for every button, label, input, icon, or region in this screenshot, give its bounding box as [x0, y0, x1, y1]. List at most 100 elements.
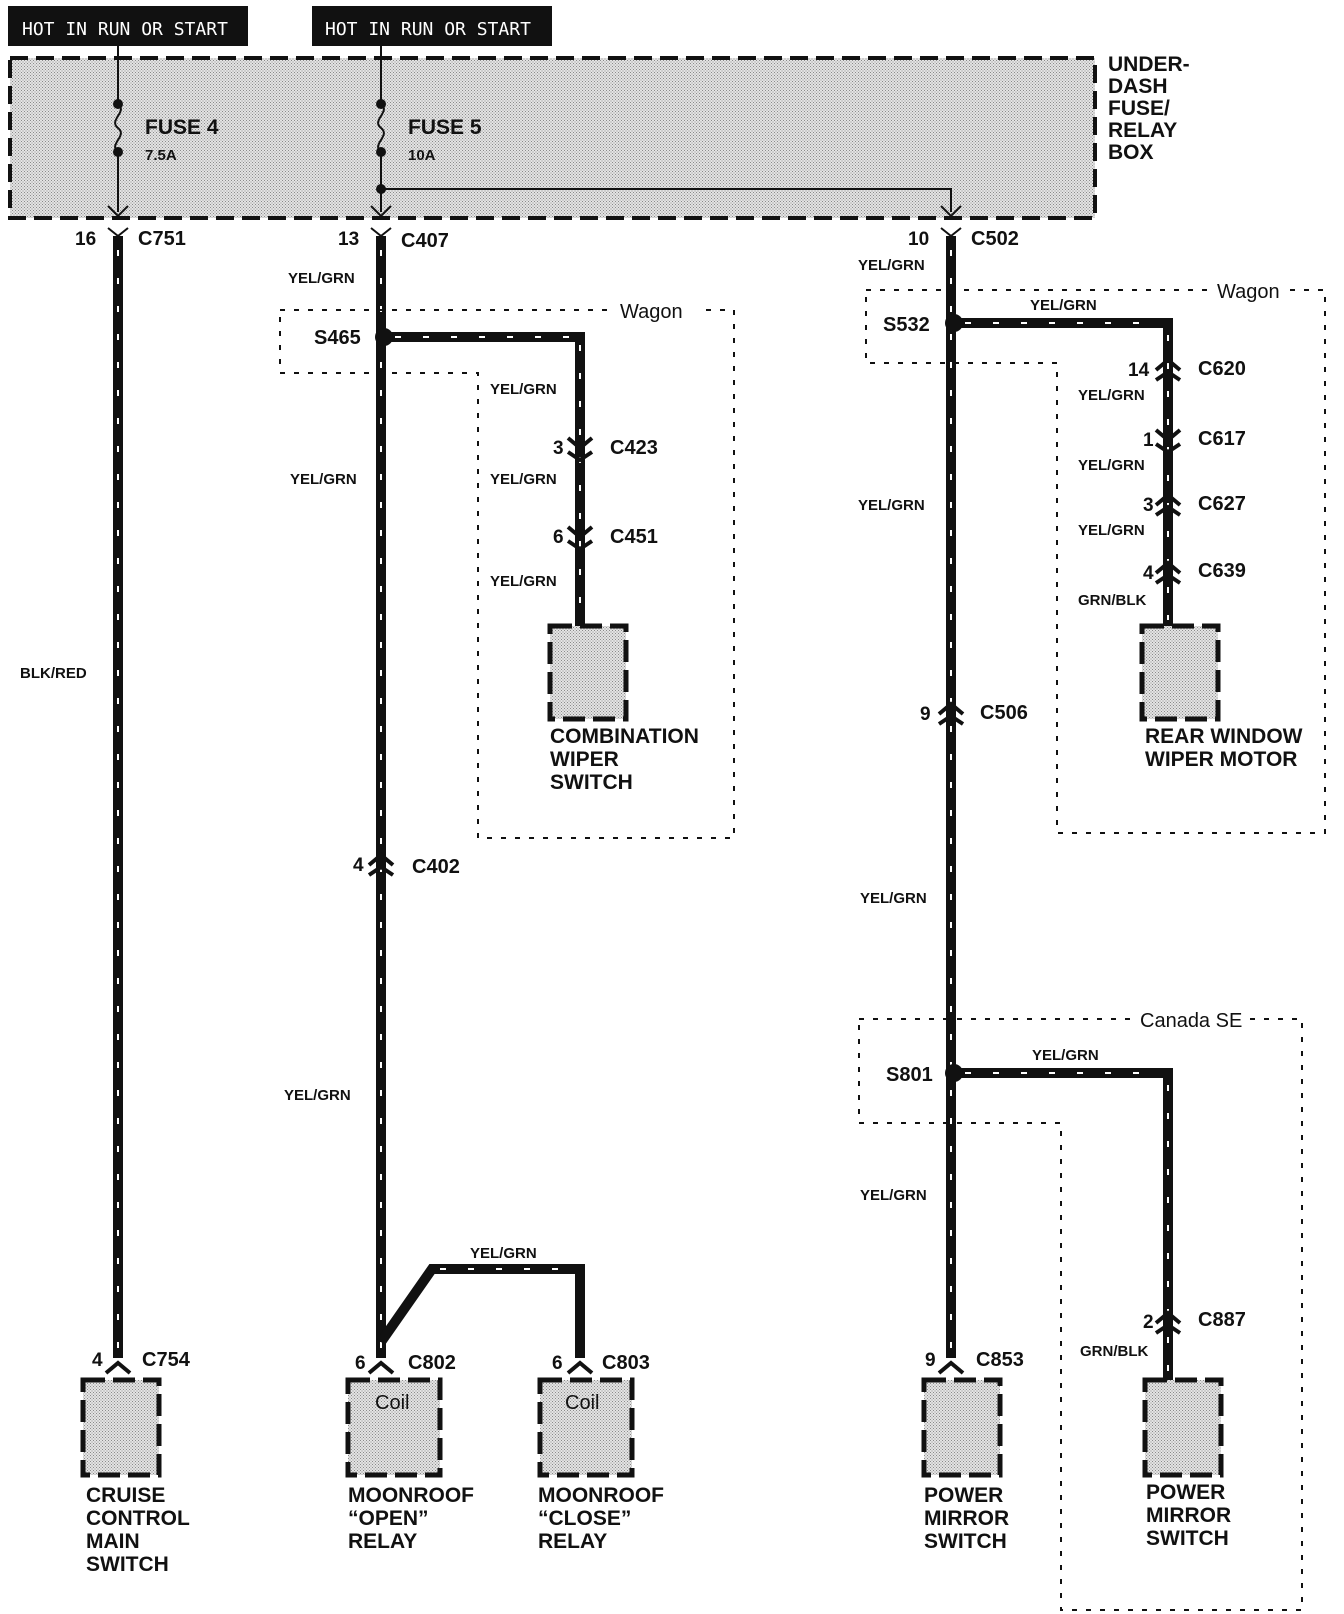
svg-text:3: 3	[1143, 495, 1154, 516]
svg-text:MAIN: MAIN	[86, 1530, 140, 1553]
fuse-4: FUSE 4 7.5A	[113, 46, 219, 212]
svg-text:UNDER-: UNDER-	[1108, 53, 1190, 76]
moonroof-close-relay: Coil MOONROOF “CLOSE” RELAY	[537, 1377, 664, 1553]
connector-c620: 14 C620	[1128, 357, 1246, 382]
power-header-left: HOT IN RUN OR START	[8, 6, 248, 46]
wire-yel-grn-rear-wiper: YEL/GRN YEL/GRN YEL/GRN YEL/GRN GRN/BLK	[955, 297, 1173, 626]
svg-text:FUSE/: FUSE/	[1108, 97, 1170, 120]
splice-s465: S465	[314, 327, 393, 349]
connector-c617: 1 C617	[1143, 428, 1246, 455]
svg-text:14: 14	[1128, 360, 1150, 381]
svg-text:Wagon: Wagon	[1217, 281, 1280, 303]
svg-text:DASH: DASH	[1108, 75, 1168, 98]
svg-text:4: 4	[92, 1350, 103, 1371]
svg-text:MIRROR: MIRROR	[1146, 1504, 1231, 1527]
svg-text:S801: S801	[886, 1064, 933, 1086]
connector-c887: 2 C887	[1143, 1309, 1246, 1335]
svg-text:YEL/GRN: YEL/GRN	[1078, 522, 1145, 539]
svg-text:YEL/GRN: YEL/GRN	[860, 1187, 927, 1204]
svg-text:C751: C751	[138, 228, 186, 250]
wire-yel-grn-mirror: YEL/GRN GRN/BLK	[955, 1047, 1173, 1380]
option-box-wagon-right: Wagon	[865, 281, 1326, 834]
svg-text:C803: C803	[602, 1352, 650, 1374]
svg-text:WIPER: WIPER	[550, 748, 619, 771]
svg-text:YEL/GRN: YEL/GRN	[858, 497, 925, 514]
svg-text:C617: C617	[1198, 428, 1246, 450]
svg-text:CONTROL: CONTROL	[86, 1507, 190, 1530]
svg-text:SWITCH: SWITCH	[86, 1553, 169, 1576]
svg-text:6: 6	[553, 527, 564, 548]
connector-c402: 4 C402	[353, 852, 460, 878]
svg-text:SWITCH: SWITCH	[924, 1530, 1007, 1553]
svg-text:Wagon: Wagon	[620, 301, 683, 323]
svg-text:S532: S532	[883, 314, 930, 336]
splice-s532: S532	[883, 314, 963, 336]
svg-text:9: 9	[925, 1350, 936, 1371]
svg-text:“OPEN”: “OPEN”	[348, 1507, 429, 1530]
option-box-wagon-left: Wagon	[279, 301, 735, 839]
svg-text:YEL/GRN: YEL/GRN	[860, 890, 927, 907]
wire-yel-grn-combo: YEL/GRN YEL/GRN YEL/GRN	[385, 332, 585, 626]
svg-text:6: 6	[552, 1353, 563, 1374]
svg-text:1: 1	[1143, 430, 1154, 451]
svg-text:YEL/GRN: YEL/GRN	[1030, 297, 1097, 314]
svg-text:YEL/GRN: YEL/GRN	[858, 257, 925, 274]
svg-text:S465: S465	[314, 327, 361, 349]
svg-text:YEL/GRN: YEL/GRN	[490, 381, 557, 398]
svg-text:HOT IN RUN OR START: HOT IN RUN OR START	[22, 19, 228, 40]
power-header-right: HOT IN RUN OR START	[312, 6, 552, 46]
svg-text:GRN/BLK: GRN/BLK	[1080, 1343, 1148, 1360]
wire-yel-grn-right: YEL/GRN YEL/GRN YEL/GRN YEL/GRN	[858, 236, 956, 1358]
svg-text:YEL/GRN: YEL/GRN	[490, 573, 557, 590]
svg-text:YEL/GRN: YEL/GRN	[290, 471, 357, 488]
svg-text:C502: C502	[971, 228, 1019, 250]
svg-text:YEL/GRN: YEL/GRN	[284, 1087, 351, 1104]
svg-text:C451: C451	[610, 526, 658, 548]
svg-text:BOX: BOX	[1108, 141, 1154, 164]
svg-text:C887: C887	[1198, 1309, 1246, 1331]
svg-text:16: 16	[75, 229, 96, 250]
connector-c802: 6 C802	[355, 1352, 456, 1375]
svg-text:C620: C620	[1198, 358, 1246, 380]
fuse-5: FUSE 5 10A	[376, 46, 952, 212]
svg-text:YEL/GRN: YEL/GRN	[470, 1245, 537, 1262]
svg-text:3: 3	[553, 438, 564, 459]
option-box-canada: Canada SE	[858, 1010, 1303, 1611]
svg-text:YEL/GRN: YEL/GRN	[288, 270, 355, 287]
svg-text:“CLOSE”: “CLOSE”	[538, 1507, 631, 1530]
svg-text:13: 13	[338, 229, 359, 250]
connector-c754: 4 C754	[92, 1349, 191, 1375]
wire-yel-grn-close-relay: YEL/GRN	[376, 1245, 585, 1358]
svg-text:MOONROOF: MOONROOF	[538, 1484, 664, 1507]
svg-text:POWER: POWER	[924, 1484, 1003, 1507]
svg-text:Canada SE: Canada SE	[1140, 1010, 1242, 1032]
connector-c423: 3 C423	[553, 436, 658, 463]
svg-text:4: 4	[353, 855, 364, 876]
connector-c853: 9 C853	[925, 1349, 1024, 1375]
connector-c407: 13 C407	[338, 205, 449, 252]
svg-text:YEL/GRN: YEL/GRN	[1032, 1047, 1099, 1064]
svg-text:POWER: POWER	[1146, 1481, 1225, 1504]
power-mirror-switch-right: POWER MIRROR SWITCH	[1142, 1377, 1231, 1550]
svg-text:C802: C802	[408, 1352, 456, 1374]
svg-text:C506: C506	[980, 702, 1028, 724]
svg-text:YEL/GRN: YEL/GRN	[490, 471, 557, 488]
connector-c803: 6 C803	[552, 1352, 650, 1375]
wire-yel-grn-center: YEL/GRN YEL/GRN YEL/GRN	[284, 236, 386, 1358]
svg-text:RELAY: RELAY	[538, 1530, 607, 1553]
svg-text:HOT IN RUN OR START: HOT IN RUN OR START	[325, 19, 531, 40]
connector-c506: 9 C506	[920, 701, 1028, 726]
svg-text:MOONROOF: MOONROOF	[348, 1484, 474, 1507]
svg-text:10: 10	[908, 229, 929, 250]
moonroof-open-relay: Coil MOONROOF “OPEN” RELAY	[345, 1377, 474, 1553]
svg-text:C853: C853	[976, 1349, 1024, 1371]
svg-text:REAR WINDOW: REAR WINDOW	[1145, 725, 1303, 748]
svg-text:6: 6	[355, 1353, 366, 1374]
connector-c451: 6 C451	[553, 525, 658, 552]
svg-text:FUSE 5: FUSE 5	[408, 116, 482, 139]
svg-text:9: 9	[920, 704, 931, 725]
svg-text:YEL/GRN: YEL/GRN	[1078, 457, 1145, 474]
svg-text:Coil: Coil	[565, 1392, 599, 1414]
svg-text:COMBINATION: COMBINATION	[550, 725, 699, 748]
